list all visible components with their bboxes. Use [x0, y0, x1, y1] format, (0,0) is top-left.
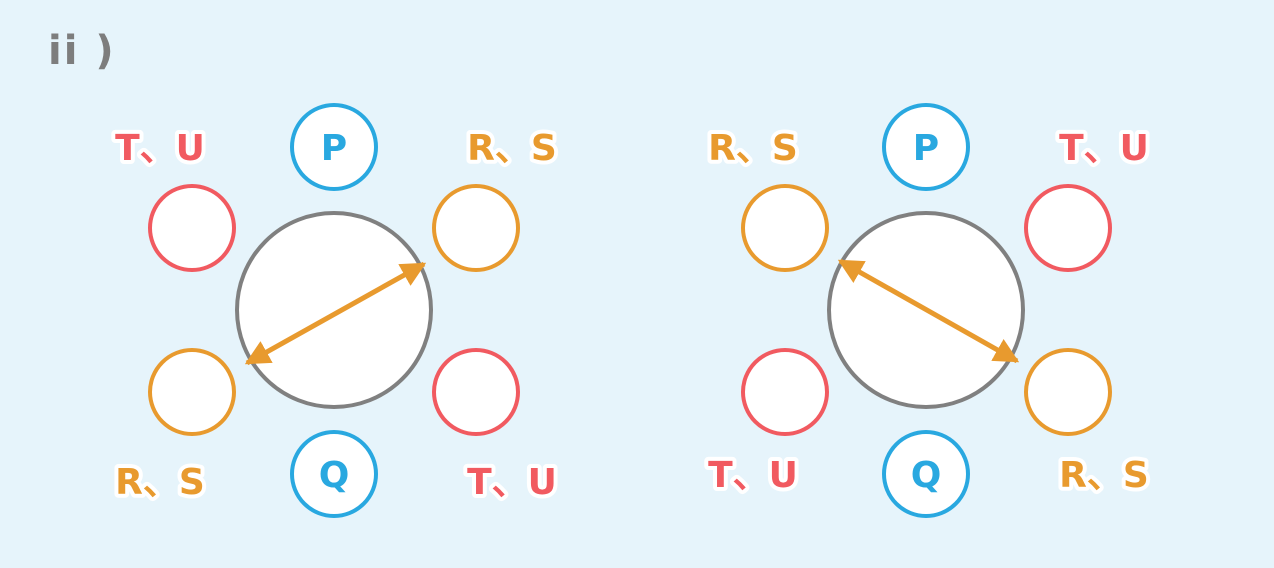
seat-bottom-left	[741, 348, 829, 436]
seat-label-q: Q	[911, 455, 942, 496]
section-heading: ii )	[48, 28, 116, 74]
seat-bottom-center	[290, 430, 378, 518]
label-bottom-right: R、S	[1059, 455, 1149, 496]
seat-bottom-right	[432, 348, 520, 436]
round-table	[235, 211, 433, 409]
label-top-right: R、S	[467, 128, 557, 169]
seat-top-left	[741, 184, 829, 272]
seat-label-p: P	[913, 128, 939, 169]
seat-top-right	[432, 184, 520, 272]
label-top-left: T、U	[115, 128, 205, 169]
seat-bottom-right	[1024, 348, 1112, 436]
seat-top-center	[290, 103, 378, 191]
label-bottom-left: R、S	[115, 462, 205, 503]
seat-bottom-center	[882, 430, 970, 518]
label-top-left: R、S	[708, 128, 798, 169]
label-top-right: T、U	[1059, 128, 1149, 169]
seat-top-right	[1024, 184, 1112, 272]
diagram-1: P Q T、U R、S R、S T、U	[111, 103, 561, 518]
seat-label-q: Q	[319, 455, 350, 496]
seat-top-left	[148, 184, 236, 272]
label-bottom-right: T、U	[467, 462, 557, 503]
diagram-2: P Q R、S T、U T、U R、S	[704, 103, 1153, 518]
seat-top-center	[882, 103, 970, 191]
swap-arrow	[244, 261, 427, 366]
seat-label-p: P	[321, 128, 347, 169]
swap-arrow	[837, 258, 1020, 364]
label-bottom-left: T、U	[708, 455, 798, 496]
seat-bottom-left	[148, 348, 236, 436]
